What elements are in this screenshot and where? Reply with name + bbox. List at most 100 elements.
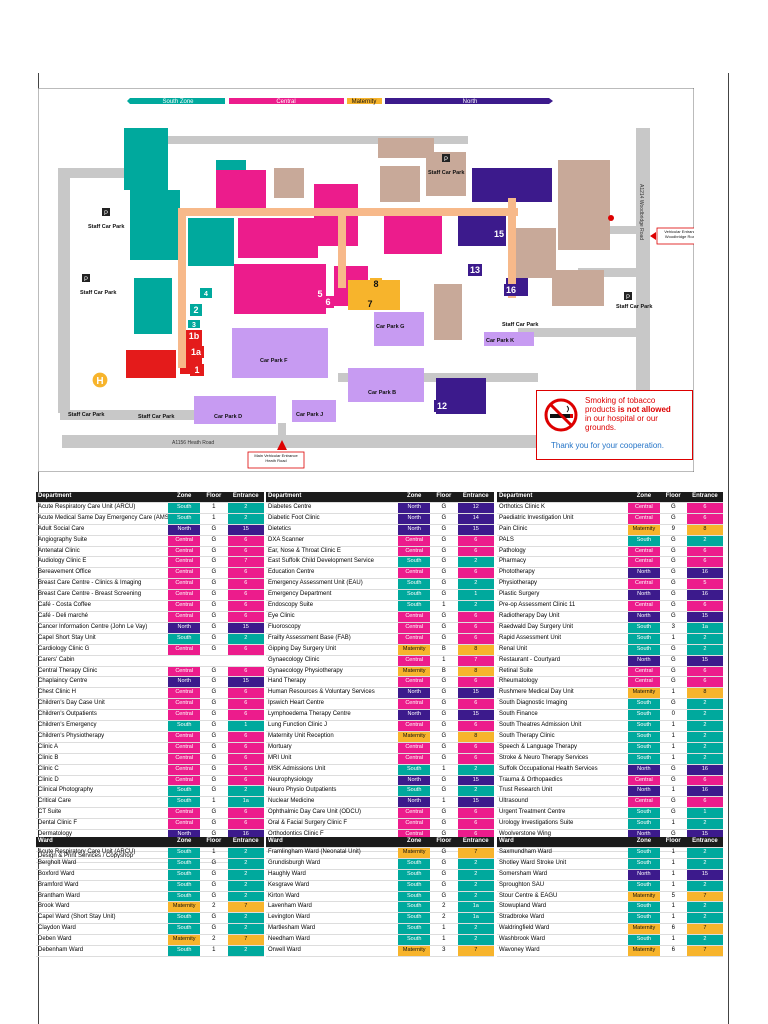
row-name-cell: Education Centre: [266, 567, 399, 580]
entrance-badge: 7: [457, 655, 494, 667]
zone-badge: Central: [168, 764, 201, 776]
south-building-a: [124, 128, 168, 190]
parking-sign: [82, 274, 90, 282]
entrance-badge: 2: [457, 578, 494, 591]
floor-cell: 1: [430, 655, 458, 667]
entrance-badge: 2: [457, 891, 494, 903]
floor-cell: G: [200, 891, 228, 903]
woodbridge-road: [636, 128, 650, 443]
row-name-cell: Waldringfield Ward: [497, 923, 629, 936]
column-header: Floor: [200, 492, 228, 503]
floor-cell: G: [200, 524, 228, 536]
floor-cell: 1: [659, 934, 687, 947]
floor-cell: 1: [659, 847, 687, 859]
zone-badge: South: [398, 934, 431, 947]
row-name-cell: Shotley Ward Stroke Unit: [497, 858, 629, 870]
floor-cell: G: [430, 589, 458, 602]
row-name-cell: South Therapy Clinic: [497, 731, 629, 743]
floor-cell: 1: [659, 687, 687, 700]
entrance-badge: 6: [457, 818, 494, 831]
zone-badge: South: [398, 858, 431, 870]
row-name-cell: Physiotherapy: [497, 578, 629, 591]
row-name-cell: Emergency Department: [266, 589, 399, 602]
column-header: Zone: [628, 837, 660, 848]
parking-sign-letter: P: [104, 211, 108, 217]
zone-badge: Central: [398, 720, 431, 732]
entrance-badge: 6: [457, 807, 494, 820]
row-name-cell: Children's Outpatients: [36, 709, 169, 722]
row-name-cell: Capel Ward (Short Stay Unit): [36, 912, 169, 925]
row-name-cell: Lung Function Clinic J: [266, 720, 399, 732]
floor-cell: G: [200, 535, 228, 547]
zone-badge: Central: [628, 556, 660, 569]
entrance-badge: 6: [457, 622, 494, 634]
zone-badge: South: [628, 858, 660, 870]
row-name-cell: Bergholt Ward: [36, 858, 169, 870]
smoking-line-1: Smoking of tobacco: [585, 396, 656, 405]
parking-sign: [102, 208, 110, 216]
column-header: Floor: [430, 492, 458, 503]
floor-cell: G: [200, 731, 228, 743]
floor-cell: G: [200, 858, 228, 870]
zone-badge: South: [398, 589, 431, 602]
emergency-building: [126, 350, 176, 378]
entrance-marker-3: [188, 320, 200, 328]
column-header: Ward: [36, 837, 169, 848]
floor-cell: G: [430, 753, 458, 765]
zone-badge: Central: [168, 666, 201, 678]
row-name-cell: Children's Day Case Unit: [36, 698, 169, 711]
entrance-badge: 14: [457, 513, 494, 525]
zone-badge: South: [628, 633, 660, 645]
entrance-badge: 15: [457, 524, 494, 536]
zone-badge: Central: [398, 546, 431, 558]
entrance-badge: 6: [227, 818, 264, 831]
entrance-marker-1: [190, 364, 204, 376]
floor-cell: G: [200, 807, 228, 820]
car-park-k-label: Car Park K: [486, 338, 514, 344]
zone-badge: South: [628, 912, 660, 925]
entrance-badge: 6: [227, 764, 264, 776]
entrance-badge: 6: [686, 676, 723, 689]
entrance-arrow-icon: [650, 232, 656, 240]
zone-badge: South: [398, 891, 431, 903]
column-header: Ward: [497, 837, 629, 848]
entrance-badge: 2: [686, 742, 723, 754]
west-corridor: [178, 208, 186, 368]
entrance-6-label: 6: [325, 297, 330, 307]
floor-cell: 1: [659, 785, 687, 798]
floor-cell: G: [659, 698, 687, 711]
zone-badge: South: [168, 880, 201, 892]
column-header: Entrance: [457, 492, 494, 503]
zone-badge: Central: [168, 600, 201, 612]
central-building-b: [238, 218, 318, 258]
zone-badge: Maternity: [398, 644, 431, 656]
parking-signs: P P P P: [82, 154, 632, 301]
tan-building-a: [378, 138, 434, 158]
floor-cell: G: [430, 891, 458, 903]
entrance-badge: 15: [457, 687, 494, 700]
zone-badge: South: [398, 578, 431, 591]
main-corridor: [178, 208, 518, 216]
row-name-cell: Pain Clinic: [497, 524, 629, 536]
entrance-badge: 2: [457, 556, 494, 569]
floor-cell: G: [200, 775, 228, 787]
zone-badge: [168, 655, 201, 667]
row-name-cell: Needham Ward: [266, 934, 399, 947]
floor-cell: 0: [659, 709, 687, 722]
row-name-cell: Paediatric Investigation Unit: [497, 513, 629, 525]
